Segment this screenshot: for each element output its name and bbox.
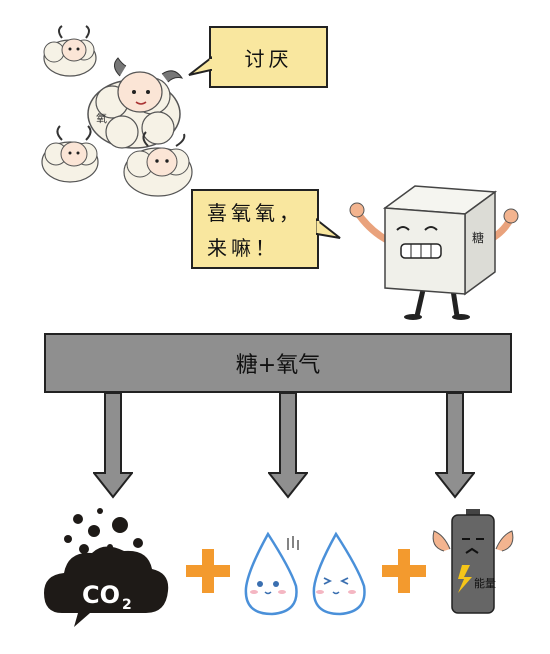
reaction-bar: 糖+氧气 bbox=[44, 333, 512, 393]
speech-bubble-invite-line1: 喜氧氧， bbox=[207, 201, 303, 225]
arrow-down-middle-icon bbox=[268, 393, 308, 499]
oxygen-sheep-group: 氧 bbox=[41, 25, 193, 197]
speech-bubble-dislike-tail bbox=[188, 56, 212, 76]
energy-battery-icon: 能量 bbox=[432, 509, 514, 614]
co2-subscript: 2 bbox=[122, 597, 132, 613]
arrow-down-left-icon bbox=[93, 393, 133, 499]
water-droplet-icon bbox=[312, 531, 366, 616]
sheep-label: 氧 bbox=[96, 111, 107, 125]
co2-cloud-icon: CO 2 bbox=[44, 508, 169, 627]
arrow-down-right-icon bbox=[435, 393, 475, 499]
energy-label: 能量 bbox=[474, 576, 496, 590]
plus-icon bbox=[186, 549, 230, 593]
co2-label: CO bbox=[82, 581, 120, 609]
plus-icon bbox=[382, 549, 426, 593]
speech-bubble-invite: 喜氧氧， 来嘛！ bbox=[191, 189, 319, 269]
sugar-label: 糖 bbox=[472, 230, 484, 245]
speech-bubble-dislike: 讨厌 bbox=[209, 26, 328, 88]
water-droplet-icon bbox=[244, 531, 299, 616]
sheep-illustration: 氧 bbox=[41, 25, 193, 197]
reaction-bar-label: 糖+氧气 bbox=[235, 353, 321, 378]
speech-bubble-invite-line2: 来嘛！ bbox=[207, 236, 279, 260]
speech-bubble-invite-tail bbox=[316, 218, 341, 239]
speech-bubble-dislike-text: 讨厌 bbox=[244, 46, 293, 71]
sugar-cube-character: 糖 bbox=[349, 185, 519, 320]
